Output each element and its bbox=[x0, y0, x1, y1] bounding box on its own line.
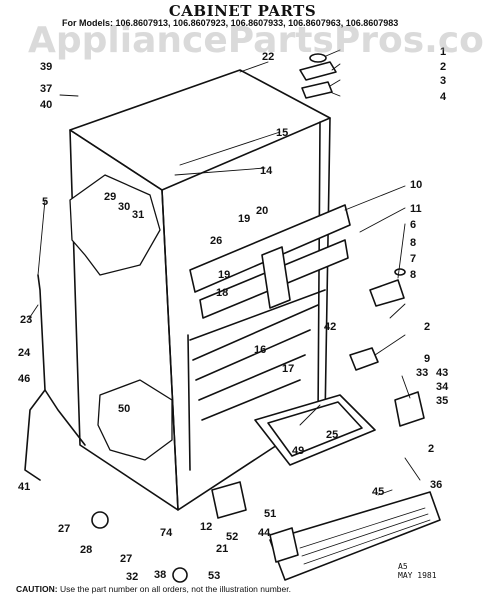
callout-25: 25 bbox=[326, 429, 338, 441]
caution-text: Use the part number on all orders, not t… bbox=[59, 584, 291, 594]
callout-15: 15 bbox=[276, 127, 288, 139]
callout-34: 34 bbox=[436, 381, 449, 393]
callout-18: 18 bbox=[216, 287, 228, 299]
callout-21: 21 bbox=[216, 543, 228, 555]
callout-31: 31 bbox=[132, 209, 144, 221]
callout-11: 11 bbox=[410, 203, 422, 215]
callout-26: 26 bbox=[210, 235, 222, 247]
callout-2: 2 bbox=[440, 61, 446, 73]
callout-10: 10 bbox=[410, 179, 422, 191]
callout-41: 41 bbox=[18, 481, 30, 493]
divider-rail bbox=[189, 204, 351, 293]
callout-74: 74 bbox=[160, 527, 173, 539]
callout-2: 2 bbox=[428, 443, 434, 455]
callout-44: 44 bbox=[258, 527, 271, 539]
callout-38: 38 bbox=[154, 569, 166, 581]
callout-14: 14 bbox=[260, 165, 273, 177]
callout-40: 40 bbox=[40, 99, 52, 111]
drain-tube bbox=[24, 274, 46, 481]
callout-4: 4 bbox=[440, 91, 447, 103]
callout-27: 27 bbox=[58, 523, 70, 535]
callout-1: 1 bbox=[440, 46, 446, 58]
callout-16: 16 bbox=[254, 344, 266, 356]
callout-23: 23 bbox=[20, 314, 32, 326]
callout-45: 45 bbox=[372, 486, 384, 498]
callout-29: 29 bbox=[104, 191, 116, 203]
callout-42: 42 bbox=[324, 321, 336, 333]
cutaway-panel-upper bbox=[69, 174, 161, 276]
callout-22: 22 bbox=[262, 51, 274, 63]
callout-37: 37 bbox=[40, 83, 52, 95]
callout-28: 28 bbox=[80, 544, 92, 556]
callout-24: 24 bbox=[18, 347, 31, 359]
callout-5: 5 bbox=[42, 196, 48, 208]
cabinet-front-edge bbox=[161, 189, 301, 511]
callout-19: 19 bbox=[238, 213, 250, 225]
callout-19: 19 bbox=[218, 269, 230, 281]
callout-46: 46 bbox=[18, 373, 30, 385]
callout-9: 9 bbox=[424, 353, 430, 365]
callout-36: 36 bbox=[430, 479, 442, 491]
caution-note: CAUTION: Use the part number on all orde… bbox=[16, 584, 291, 594]
callout-8: 8 bbox=[410, 269, 416, 281]
callout-27: 27 bbox=[120, 553, 132, 565]
page-title: CABINET PARTS bbox=[168, 2, 317, 20]
callout-39: 39 bbox=[40, 61, 52, 73]
callout-52: 52 bbox=[226, 531, 238, 543]
callout-32: 32 bbox=[126, 571, 138, 583]
callout-8: 8 bbox=[410, 237, 416, 249]
callout-50: 50 bbox=[118, 403, 130, 415]
callout-17: 17 bbox=[282, 363, 294, 375]
callout-33: 33 bbox=[416, 367, 428, 379]
callout-43: 43 bbox=[436, 367, 448, 379]
callout-53: 53 bbox=[208, 570, 220, 582]
date-code-line-1: A5 bbox=[398, 562, 408, 571]
callout-20: 20 bbox=[256, 205, 268, 217]
callout-6: 6 bbox=[410, 219, 416, 231]
callout-51: 51 bbox=[264, 508, 276, 520]
callout-30: 30 bbox=[118, 201, 130, 213]
callout-49: 49 bbox=[292, 445, 304, 457]
callout-12: 12 bbox=[200, 521, 212, 533]
model-list: For Models: 106.8607913, 106.8607923, 10… bbox=[62, 18, 399, 28]
date-code-line-2: MAY 1981 bbox=[398, 571, 437, 580]
date-code: A5 MAY 1981 bbox=[398, 562, 437, 580]
callout-3: 3 bbox=[440, 75, 446, 87]
cutaway-panel-lower bbox=[97, 379, 173, 461]
toe-grille bbox=[269, 491, 441, 581]
callout-2: 2 bbox=[424, 321, 430, 333]
callout-7: 7 bbox=[410, 253, 416, 265]
callout-35: 35 bbox=[436, 395, 448, 407]
caution-label: CAUTION: bbox=[16, 584, 58, 594]
cabinet-top bbox=[69, 69, 331, 191]
